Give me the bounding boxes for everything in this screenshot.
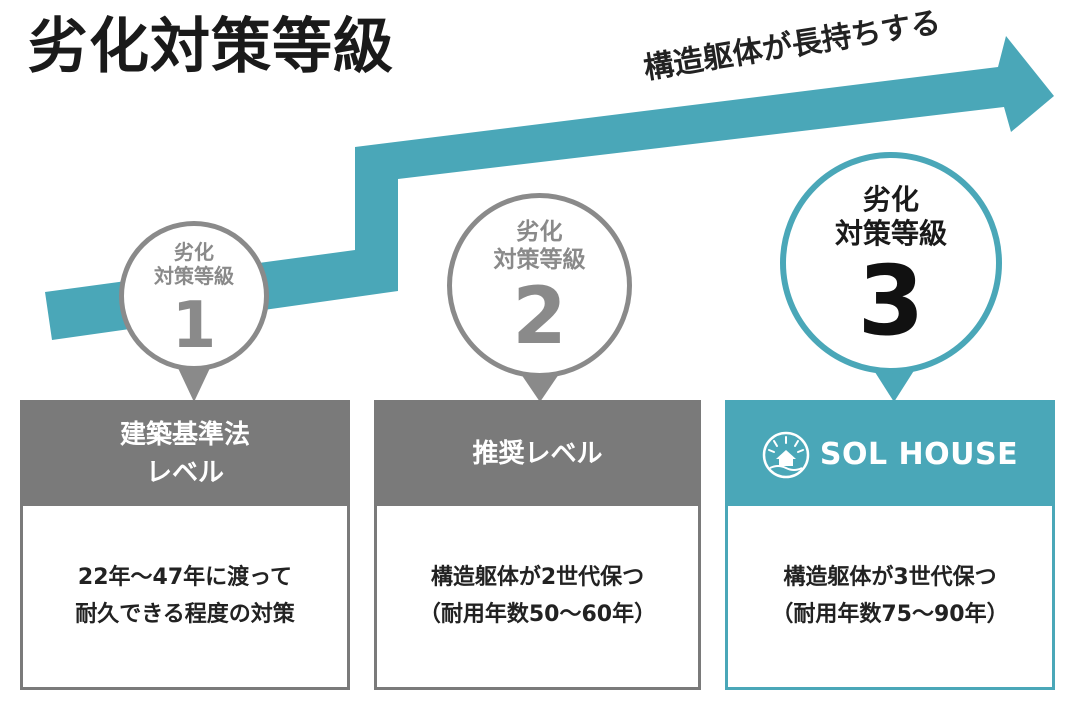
grade-badge-3: 劣化 対策等級 3 [780, 152, 1002, 374]
grade-card-1: 建築基準法 レベル 22年～47年に渡って 耐久できる程度の対策 [20, 400, 350, 690]
pin-3 [873, 369, 915, 402]
card-body: 構造躯体が2世代保つ （耐用年数50～60年） [418, 565, 657, 627]
pin-2 [521, 374, 559, 402]
grade-card-3: SOL HOUSE 構造躯体が3世代保つ （耐用年数75～90年） [725, 400, 1055, 690]
page-title: 劣化対策等級 [28, 12, 394, 82]
sun-house-logo-icon [762, 431, 810, 478]
badge-number: 2 [512, 272, 567, 363]
grade-card-2: 推奨レベル 構造躯体が2世代保つ （耐用年数50～60年） [374, 400, 701, 690]
arrow-band [45, 36, 1054, 340]
badge-number: 1 [171, 289, 217, 363]
badge-number: 3 [857, 244, 925, 357]
grade-badge-2: 劣化 対策等級 2 [447, 193, 632, 378]
card-header: 建築基準法 レベル [23, 403, 347, 506]
grade-badge-1: 劣化 対策等級 1 [119, 221, 269, 371]
badge-label: 劣化 対策等級 [154, 240, 234, 288]
badge-label: 劣化 対策等級 [834, 183, 947, 250]
badge-label: 劣化 対策等級 [493, 218, 586, 273]
card-header: 推奨レベル [377, 403, 698, 506]
card-header: SOL HOUSE [728, 403, 1052, 506]
card-body: 構造躯体が3世代保つ （耐用年数75～90年） [771, 565, 1009, 627]
card-body: 22年～47年に渡って 耐久できる程度の対策 [75, 565, 295, 627]
brand-name: SOL HOUSE [819, 436, 1019, 472]
pin-1 [178, 368, 210, 402]
